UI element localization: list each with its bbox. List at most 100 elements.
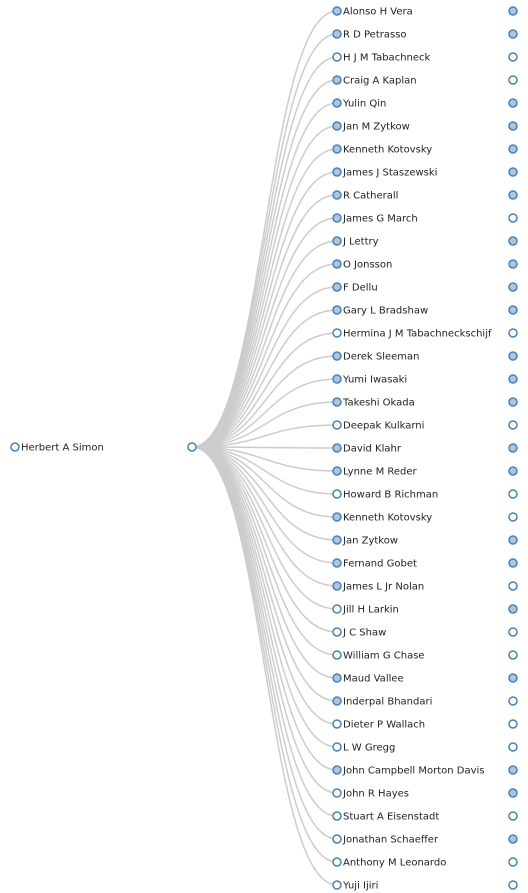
grandchild-node-circle[interactable] bbox=[508, 190, 518, 200]
grandchild-node-circle[interactable] bbox=[508, 673, 518, 683]
child-node[interactable]: H J M Tabachneck bbox=[332, 52, 518, 64]
child-node-circle[interactable] bbox=[332, 489, 342, 499]
grandchild-node-circle[interactable] bbox=[508, 213, 518, 223]
child-node-circle[interactable] bbox=[332, 75, 342, 85]
child-node-circle[interactable] bbox=[332, 696, 342, 706]
grandchild-node-circle[interactable] bbox=[508, 489, 518, 499]
grandchild-node-circle[interactable] bbox=[508, 167, 518, 177]
grandchild-node-circle[interactable] bbox=[508, 98, 518, 108]
child-node-circle[interactable] bbox=[332, 420, 342, 430]
grandchild-node-circle[interactable] bbox=[508, 535, 518, 545]
child-node[interactable]: Yumi Iwasaki bbox=[332, 374, 518, 386]
grandchild-node-circle[interactable] bbox=[508, 29, 518, 39]
child-node[interactable]: Stuart A Eisenstadt bbox=[332, 811, 518, 823]
child-node[interactable]: Gary L Bradshaw bbox=[332, 305, 518, 317]
grandchild-node-circle[interactable] bbox=[508, 397, 518, 407]
child-node-circle[interactable] bbox=[332, 351, 342, 361]
child-node[interactable]: R Catherall bbox=[332, 190, 518, 202]
child-node[interactable]: David Klahr bbox=[332, 443, 518, 455]
grandchild-node-circle[interactable] bbox=[508, 558, 518, 568]
grandchild-node-circle[interactable] bbox=[508, 144, 518, 154]
grandchild-node-circle[interactable] bbox=[508, 374, 518, 384]
child-node[interactable]: Alonso H Vera bbox=[332, 6, 518, 18]
child-node[interactable]: Dieter P Wallach bbox=[332, 719, 518, 731]
child-node[interactable]: J C Shaw bbox=[332, 627, 518, 639]
child-node[interactable]: Fernand Gobet bbox=[332, 558, 518, 570]
child-node-circle[interactable] bbox=[332, 788, 342, 798]
child-node[interactable]: Jonathan Schaeffer bbox=[332, 834, 518, 846]
grandchild-node-circle[interactable] bbox=[508, 742, 518, 752]
grandchild-node-circle[interactable] bbox=[508, 351, 518, 361]
child-node[interactable]: Kenneth Kotovsky bbox=[332, 144, 518, 156]
grandchild-node-circle[interactable] bbox=[508, 259, 518, 269]
child-node[interactable]: Yulin Qin bbox=[332, 98, 518, 110]
child-node[interactable]: Howard B Richman bbox=[332, 489, 518, 501]
grandchild-node-circle[interactable] bbox=[508, 834, 518, 844]
grandchild-node-circle[interactable] bbox=[508, 788, 518, 798]
grandchild-node-circle[interactable] bbox=[508, 650, 518, 660]
hub-node[interactable] bbox=[187, 442, 197, 452]
child-node[interactable]: O Jonsson bbox=[332, 259, 518, 271]
child-node[interactable]: Anthony M Leonardo bbox=[332, 857, 518, 869]
child-node-circle[interactable] bbox=[332, 512, 342, 522]
grandchild-node-circle[interactable] bbox=[508, 6, 518, 16]
child-node-circle[interactable] bbox=[332, 29, 342, 39]
child-node-circle[interactable] bbox=[332, 121, 342, 131]
child-node[interactable]: James G March bbox=[332, 213, 518, 225]
grandchild-node-circle[interactable] bbox=[508, 328, 518, 338]
grandchild-node-circle[interactable] bbox=[508, 627, 518, 637]
child-node[interactable]: Deepak Kulkarni bbox=[332, 420, 518, 432]
child-node-circle[interactable] bbox=[332, 305, 342, 315]
child-node-circle[interactable] bbox=[332, 558, 342, 568]
grandchild-node-circle[interactable] bbox=[508, 282, 518, 292]
grandchild-node-circle[interactable] bbox=[508, 811, 518, 821]
child-node[interactable]: Yuji Ijiri bbox=[332, 880, 518, 892]
root-node[interactable]: Herbert A Simon bbox=[10, 442, 104, 454]
child-node-circle[interactable] bbox=[332, 397, 342, 407]
child-node[interactable]: Jan Zytkow bbox=[332, 535, 518, 547]
child-node[interactable]: James L Jr Nolan bbox=[332, 581, 518, 593]
child-node-circle[interactable] bbox=[332, 52, 342, 62]
grandchild-node-circle[interactable] bbox=[508, 420, 518, 430]
child-node[interactable]: Derek Sleeman bbox=[332, 351, 518, 363]
grandchild-node-circle[interactable] bbox=[508, 857, 518, 867]
child-node-circle[interactable] bbox=[332, 259, 342, 269]
child-node[interactable]: John R Hayes bbox=[332, 788, 518, 800]
grandchild-node-circle[interactable] bbox=[508, 765, 518, 775]
child-node-circle[interactable] bbox=[332, 98, 342, 108]
grandchild-node-circle[interactable] bbox=[508, 512, 518, 522]
child-node[interactable]: Hermina J M Tabachneckschijf bbox=[332, 328, 518, 340]
grandchild-node-circle[interactable] bbox=[508, 466, 518, 476]
child-node[interactable]: Jill H Larkin bbox=[332, 604, 518, 616]
child-node-circle[interactable] bbox=[332, 190, 342, 200]
child-node[interactable]: J Lettry bbox=[332, 236, 518, 248]
child-node[interactable]: F Dellu bbox=[332, 282, 518, 294]
grandchild-node-circle[interactable] bbox=[508, 305, 518, 315]
grandchild-node-circle[interactable] bbox=[508, 121, 518, 131]
child-node-circle[interactable] bbox=[332, 650, 342, 660]
child-node-circle[interactable] bbox=[332, 282, 342, 292]
child-node-circle[interactable] bbox=[332, 719, 342, 729]
child-node[interactable]: James J Staszewski bbox=[332, 167, 518, 179]
child-node-circle[interactable] bbox=[332, 167, 342, 177]
child-node-circle[interactable] bbox=[332, 742, 342, 752]
child-node-circle[interactable] bbox=[332, 213, 342, 223]
child-node[interactable]: Jan M Zytkow bbox=[332, 121, 518, 133]
child-node[interactable]: Craig A Kaplan bbox=[332, 75, 518, 87]
child-node-circle[interactable] bbox=[332, 581, 342, 591]
child-node-circle[interactable] bbox=[332, 627, 342, 637]
child-node-circle[interactable] bbox=[332, 811, 342, 821]
child-node-circle[interactable] bbox=[332, 144, 342, 154]
grandchild-node-circle[interactable] bbox=[508, 719, 518, 729]
child-node[interactable]: Inderpal Bhandari bbox=[332, 696, 518, 708]
grandchild-node-circle[interactable] bbox=[508, 696, 518, 706]
grandchild-node-circle[interactable] bbox=[508, 581, 518, 591]
child-node[interactable]: Takeshi Okada bbox=[332, 397, 518, 409]
grandchild-node-circle[interactable] bbox=[508, 443, 518, 453]
child-node[interactable]: L W Gregg bbox=[332, 742, 518, 754]
child-node-circle[interactable] bbox=[332, 328, 342, 338]
child-node-circle[interactable] bbox=[332, 443, 342, 453]
grandchild-node-circle[interactable] bbox=[508, 880, 518, 890]
child-node[interactable]: R D Petrasso bbox=[332, 29, 518, 41]
child-node[interactable]: John Campbell Morton Davis bbox=[332, 765, 518, 777]
